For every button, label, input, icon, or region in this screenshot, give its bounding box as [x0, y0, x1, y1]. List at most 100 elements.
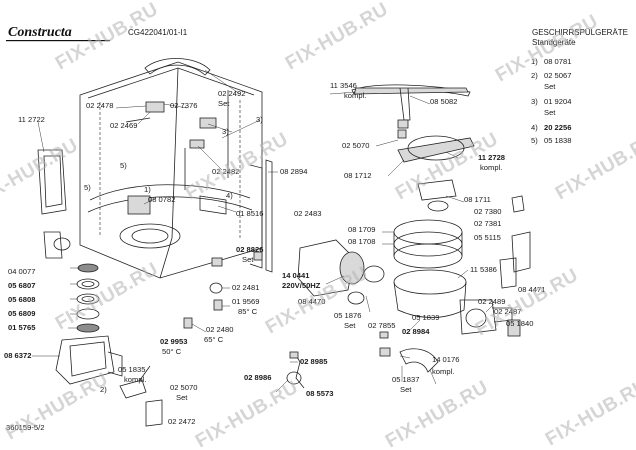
part-label: 02 2480 — [206, 325, 233, 334]
footnote-legend: 1) 08 0781 2) 02 5067 Set 3) 01 9204 Set… — [531, 57, 571, 145]
part-label: 50° C — [162, 347, 182, 356]
part-labels: 02 2478 02 7376 02 2492 Set 11 2722 02 2… — [4, 81, 545, 426]
model-number: CG422041/01-I1 — [128, 28, 188, 37]
part-label: 01 5765 — [8, 323, 36, 332]
part-label: 05 6807 — [8, 281, 35, 290]
part-label: 01 8516 — [236, 209, 263, 218]
legend-num-1: 1) — [531, 57, 538, 66]
part-label: 05 1835 — [118, 365, 145, 374]
part-label: 85° C — [238, 307, 258, 316]
part-label: 02 2489 — [478, 297, 505, 306]
watermark: FIX-HUB.RU — [2, 369, 112, 445]
part-label: 02 8986 — [244, 373, 271, 382]
part-label: 02 2492 — [218, 89, 245, 98]
part-label: 11 2722 — [18, 115, 45, 124]
product-category: GESCHIRRSPÜLGERÄTE — [532, 28, 628, 37]
part-label: 3) — [222, 127, 229, 136]
legend-code-3: 01 9204 — [544, 97, 571, 106]
legend-num-3: 3) — [531, 97, 538, 106]
part-label: 08 5573 — [306, 389, 333, 398]
brand-logo-underline — [6, 40, 110, 42]
legend-code-1: 08 0781 — [544, 57, 571, 66]
part-label: 5) — [84, 183, 91, 192]
watermark: FIX-HUB.RU — [282, 0, 392, 74]
part-label: 02 2481 — [232, 283, 259, 292]
part-label: Set — [242, 255, 254, 264]
part-label: 65° C — [204, 335, 224, 344]
part-label: 01 9569 — [232, 297, 259, 306]
brand-logo: Constructa — [8, 25, 72, 40]
part-label: 08 1709 — [348, 225, 375, 234]
part-label: 3) — [256, 115, 263, 124]
part-label: 220V/50HZ — [282, 281, 321, 290]
part-label: 02 8984 — [402, 327, 430, 336]
part-label: 02 2472 — [168, 417, 195, 426]
part-label: 04 0077 — [8, 267, 35, 276]
part-label: 02 7380 — [474, 207, 501, 216]
part-label: 08 1711 — [464, 195, 491, 204]
legend-num-5: 5) — [531, 136, 538, 145]
part-label: 02 2469 — [110, 121, 137, 130]
watermark: FIX-HUB.RU — [52, 259, 162, 335]
part-label: 4) — [226, 191, 233, 200]
part-label: 05 1837 — [392, 375, 419, 384]
part-label: 08 5082 — [430, 97, 457, 106]
watermark: FIX-HUB.RU — [262, 263, 372, 339]
part-label: 02 2482 — [212, 167, 239, 176]
part-label: 1) — [144, 185, 151, 194]
part-label: 02 5070 — [342, 141, 369, 150]
part-label: 02 5070 — [170, 383, 197, 392]
part-label: 02 7376 — [170, 101, 197, 110]
part-label: 08 1708 — [348, 237, 375, 246]
legend-code-2: 02 5067 — [544, 71, 571, 80]
part-label: 08 6372 — [4, 351, 31, 360]
part-label: kompl. — [124, 375, 146, 384]
watermark: FIX-HUB.RU — [192, 377, 302, 450]
legend-num-2: 2) — [531, 71, 538, 80]
part-label: 02 7855 — [368, 321, 395, 330]
part-label: 02 2478 — [86, 101, 113, 110]
part-label: 11 5386 — [470, 265, 497, 274]
drawing-code: 360159-5/2 — [6, 423, 44, 432]
part-label: 02 8985 — [300, 357, 328, 366]
part-label: Set — [400, 385, 412, 394]
part-label: 11 2728 — [478, 153, 505, 162]
part-label: 02 7381 — [474, 219, 501, 228]
product-subcategory: Standgeräte — [532, 38, 576, 47]
part-label: 02 2487 — [494, 307, 521, 316]
leader-lines — [32, 69, 495, 393]
part-label: 05 1839 — [412, 313, 439, 322]
heater-parts-drawing — [43, 231, 305, 427]
part-label: 02 2483 — [294, 209, 321, 218]
part-label: 05 6809 — [8, 309, 35, 318]
legend-num-4: 4) — [531, 123, 538, 132]
part-label: kompl. — [432, 367, 454, 376]
part-label: 14 0441 — [282, 271, 310, 280]
part-label: 05 6808 — [8, 295, 35, 304]
header: Constructa CG422041/01-I1 GESCHIRRSPÜLGE… — [6, 25, 628, 47]
part-label: 05 1876 — [334, 311, 361, 320]
watermark: FIX-HUB.RU — [542, 375, 636, 450]
part-label: Set — [218, 99, 230, 108]
part-label: 08 1712 — [344, 171, 371, 180]
part-label: 2) — [100, 385, 107, 394]
part-label: 02 9953 — [160, 337, 187, 346]
part-label: 08 0782 — [148, 195, 175, 204]
part-label: 02 8826 — [236, 245, 263, 254]
part-label: 08 4470 — [298, 297, 325, 306]
pump-parts-drawing — [297, 84, 531, 373]
part-label: 05 1840 — [506, 319, 533, 328]
part-label: 08 4471 — [518, 285, 545, 294]
part-label: kompl. — [480, 163, 502, 172]
part-label: Set — [344, 321, 356, 330]
part-label: 5) — [120, 161, 127, 170]
legend-code-2-set: Set — [544, 82, 556, 91]
part-label: kompl. — [344, 91, 366, 100]
part-label: 05 5115 — [474, 233, 501, 242]
legend-code-3-set: Set — [544, 108, 556, 117]
tub-assembly-drawing — [37, 58, 273, 279]
part-label: Set — [176, 393, 188, 402]
legend-code-4: 20 2256 — [544, 123, 571, 132]
